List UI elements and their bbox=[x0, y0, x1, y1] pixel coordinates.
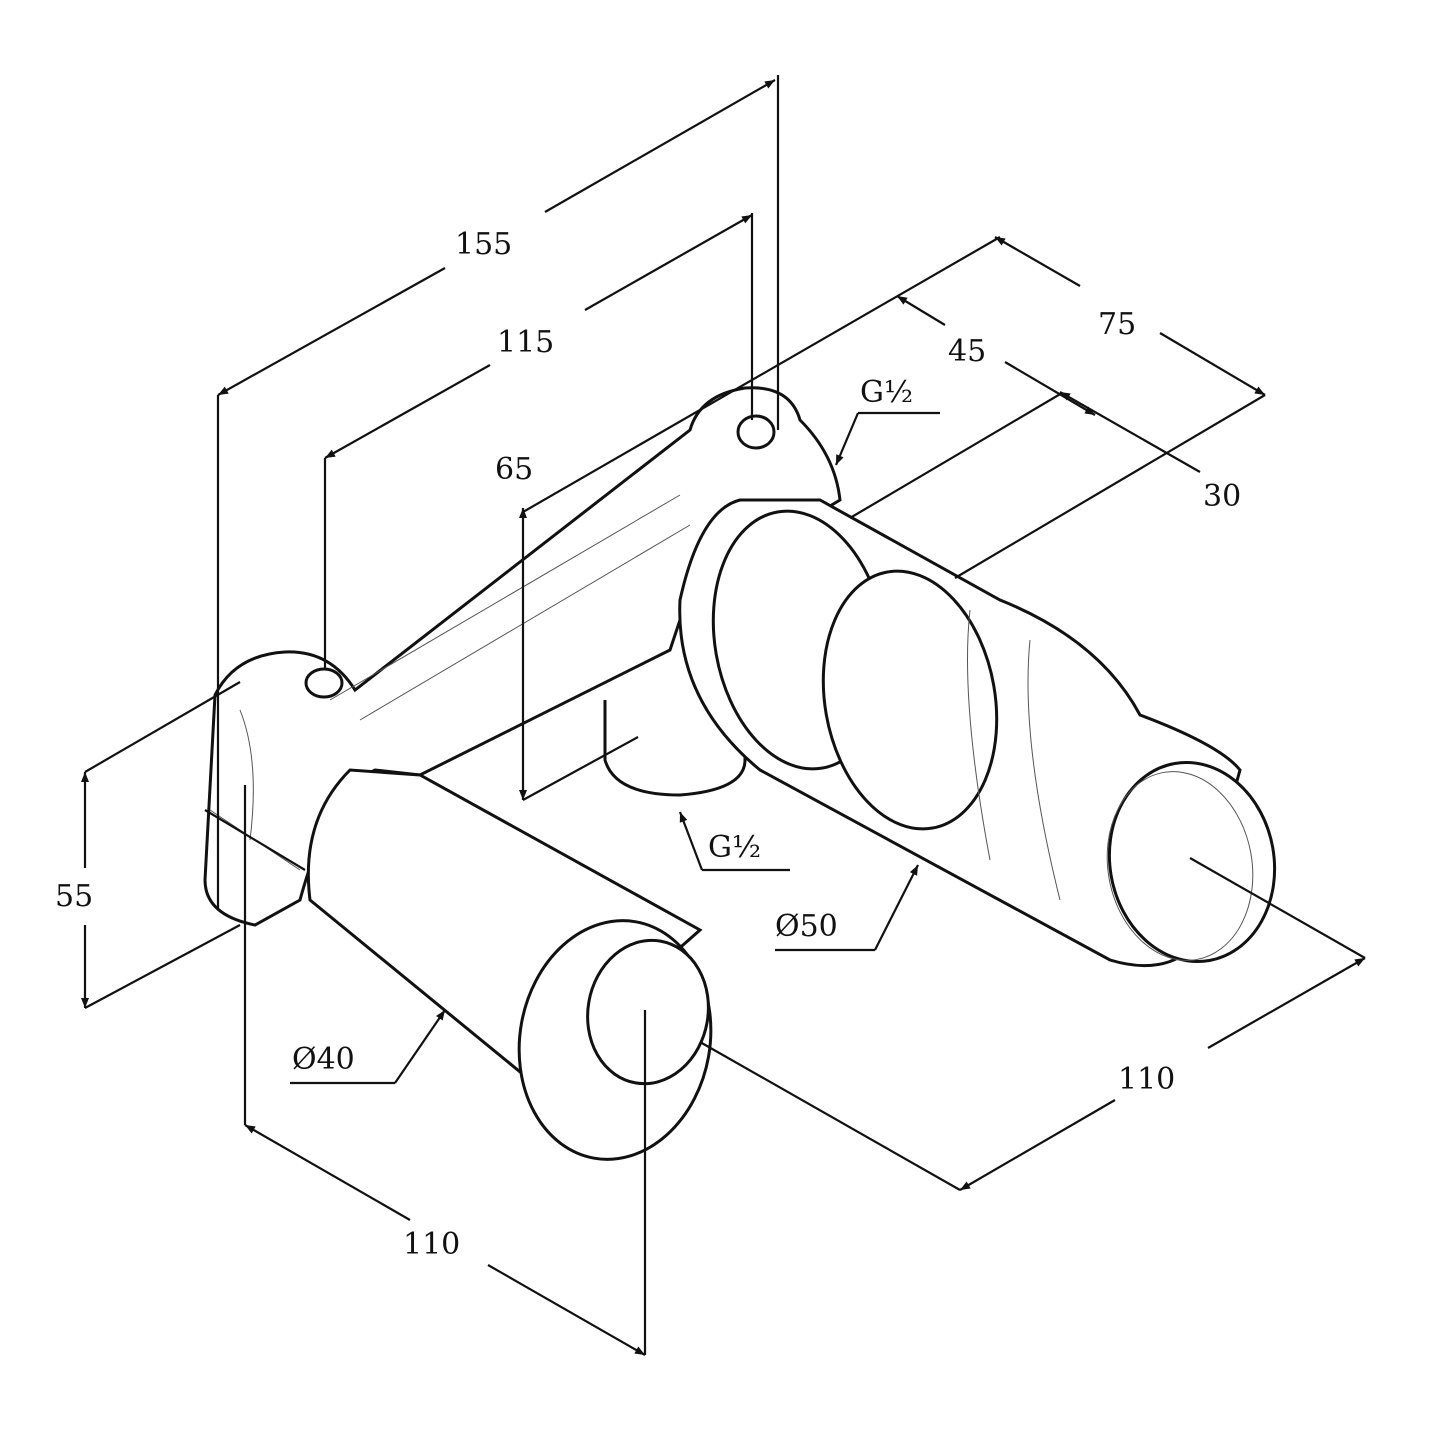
dimension-110-right: 110 bbox=[1118, 1062, 1176, 1097]
mounting-hole-right bbox=[736, 414, 776, 450]
nut-inner bbox=[586, 938, 710, 1086]
thread-label-top: G½ bbox=[860, 375, 914, 410]
large-cylinder-cap bbox=[1107, 760, 1277, 964]
thread-label-bottom: G½ bbox=[708, 830, 762, 865]
dimension-110-bottom: 110 bbox=[403, 1227, 461, 1262]
dimension-65: 65 bbox=[495, 452, 534, 487]
small-cylinder bbox=[306, 768, 713, 1161]
diameter-40: Ø40 bbox=[292, 1042, 355, 1077]
bottom-inlet bbox=[603, 700, 747, 797]
large-cylinder bbox=[678, 498, 1277, 968]
dimension-55: 55 bbox=[55, 879, 94, 914]
mounting-hole-left bbox=[304, 667, 344, 699]
dimension-30: 30 bbox=[1203, 479, 1242, 514]
ring-front bbox=[821, 569, 999, 831]
dimension-lines bbox=[81, 75, 1366, 1356]
dimension-155: 155 bbox=[455, 227, 513, 262]
dimension-75: 75 bbox=[1098, 307, 1137, 342]
dimension-45: 45 bbox=[948, 334, 987, 369]
diameter-50: Ø50 bbox=[775, 909, 838, 944]
dimension-115: 115 bbox=[497, 325, 555, 360]
